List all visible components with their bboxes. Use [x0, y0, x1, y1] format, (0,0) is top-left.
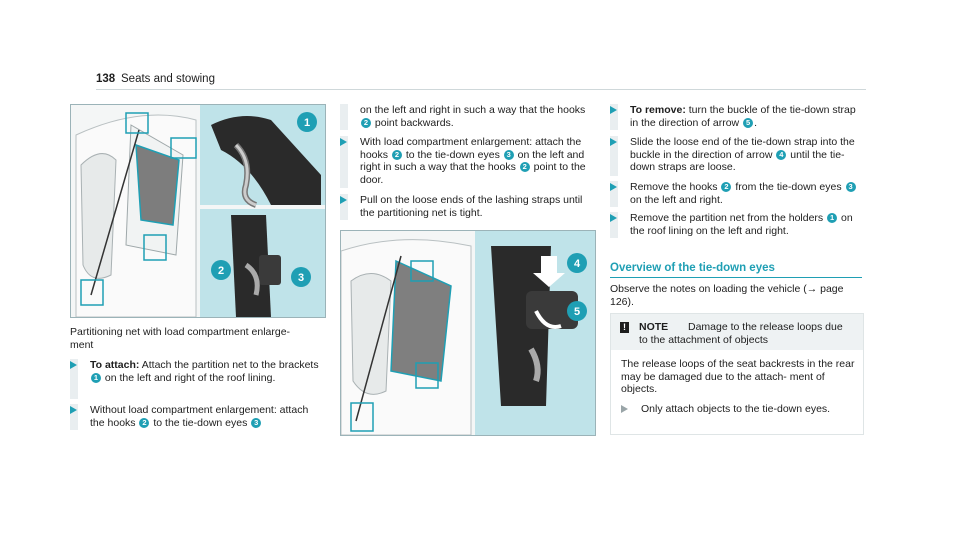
callout-4: 4 [574, 258, 581, 270]
figure-caption: Partitioning net with load compartment e… [70, 326, 291, 351]
step-arrow-icon [340, 196, 347, 204]
step-without-enlargement: Without load compartment enlargement: at… [70, 404, 325, 430]
callout-badge: 4 [776, 149, 787, 160]
step-continuation: on the left and right in such a way that… [340, 104, 595, 130]
note-header [611, 314, 863, 350]
note-step: Only attach objects to the tie-down eyes… [621, 403, 856, 431]
step-slide-loose-end: Slide the loose end of the tie-down stra… [610, 136, 865, 176]
callout-3: 3 [298, 272, 304, 284]
callout-badge: 1 [91, 372, 101, 383]
section-heading: Overview of the tie-down eyes [610, 262, 775, 274]
tie-down-drawing: 4 5 [341, 231, 595, 435]
step-to-attach: To attach: Attach the partition net to t… [70, 359, 325, 399]
callout-5: 5 [574, 306, 580, 318]
callout-badge: 3 [503, 149, 514, 160]
partition-net-illustration: 1 2 3 [70, 104, 326, 318]
car-interior-drawing: 1 2 3 [71, 105, 325, 317]
callout-badge: 2 [721, 182, 732, 192]
note-label: NOTE [639, 321, 669, 333]
callout-badge: 1 [827, 213, 838, 223]
note-box: ! NOTE Damage to the release loops due t… [610, 313, 864, 435]
step-to-remove: To remove: turn the buckle of the tie-do… [610, 104, 865, 130]
step-arrow-icon [610, 138, 617, 146]
section-divider [610, 277, 862, 278]
callout-badge: 3 [251, 417, 262, 428]
callout-badge: 2 [519, 162, 530, 173]
step-remove-hooks: Remove the hooks 2 from the tie-down eye… [610, 181, 865, 207]
tie-down-illustration: 4 5 [340, 230, 596, 436]
step-arrow-icon [621, 405, 628, 413]
callout-badge: 2 [361, 117, 371, 128]
page-number: 138 [96, 73, 116, 85]
callout-2: 2 [218, 265, 224, 277]
warning-icon: ! [620, 322, 629, 333]
step-pull-straps: Pull on the loose ends of the lashing st… [340, 194, 595, 220]
callout-badge: 2 [139, 417, 150, 428]
page-title: Seats and stowing [121, 73, 215, 85]
step-with-enlargement: With load compartment enlargement: attac… [340, 136, 595, 188]
step-arrow-icon [340, 138, 347, 146]
step-arrow-icon [610, 214, 617, 222]
note-title-line1: Damage to the release loops due [688, 321, 843, 333]
header-divider [96, 89, 866, 90]
callout-badge: 3 [845, 182, 856, 192]
step-arrow-icon [610, 106, 617, 114]
callout-1: 1 [304, 117, 310, 129]
step-arrow-icon [70, 361, 77, 369]
step-arrow-icon [610, 183, 617, 191]
note-text: The release loops of the seat backrests … [621, 358, 855, 396]
callout-badge: 2 [391, 149, 402, 160]
note-title-line2: to the attachment of objects [639, 334, 768, 346]
step-arrow-icon [70, 406, 77, 414]
section-text: Observe the notes on loading the vehicle… [610, 283, 844, 308]
step-remove-net: Remove the partition net from the holder… [610, 212, 865, 238]
callout-badge: 5 [743, 117, 754, 128]
